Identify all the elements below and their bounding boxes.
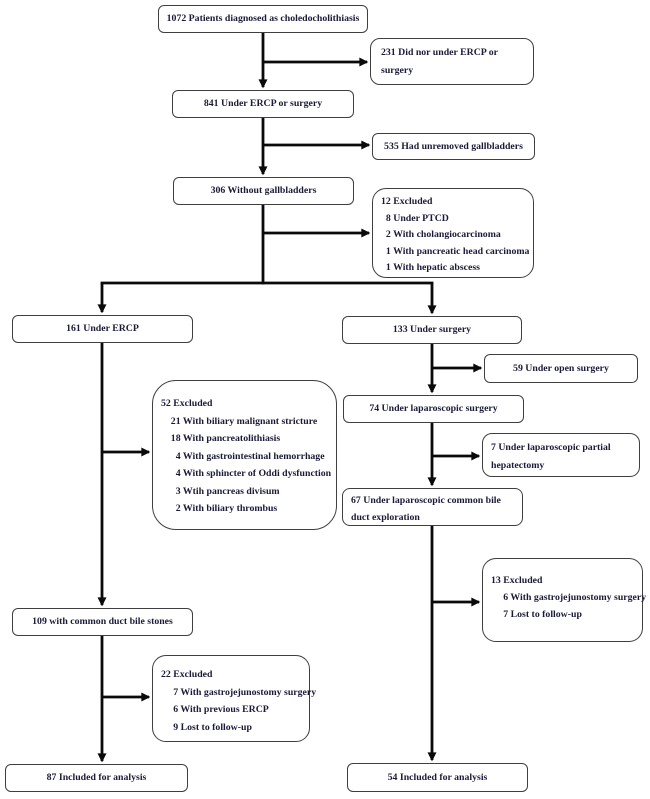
node-excluded-12-line: 1 With hepatic abscess	[381, 262, 480, 273]
node-excluded-52-line: 52 Excluded	[161, 398, 213, 409]
node-excluded-13-line: 7 Lost to follow-up	[491, 609, 582, 620]
node-excluded-13-line: 6 With gastrojejunostomy surgery	[491, 592, 647, 603]
node-excluded-13: 13 Excluded 6 With gastrojejunostomy sur…	[482, 558, 647, 642]
node-common-duct-stones: 109 with common duct bile stones	[12, 608, 193, 636]
node-cbd-exploration: 67 Under laparoscopic common bile duct e…	[342, 488, 523, 526]
node-excluded-22-line: 6 With previous ERCP	[161, 704, 269, 715]
node-excluded-52-line: 21 With biliary malignant stricture	[161, 415, 318, 427]
node-under-ercp-text: 161 Under ERCP	[66, 323, 139, 334]
node-partial-hepatectomy: 7 Under laparoscopic partial hepatectomy	[482, 433, 640, 477]
node-unremoved-gallbladders-text: 535 Had unremoved gallbladders	[384, 140, 523, 152]
node-analysis-left-text: 87 Included for analysis	[46, 772, 147, 783]
node-laparoscopic-surgery: 74 Under laparoscopic surgery	[343, 395, 524, 423]
node-common-duct-stones-text: 109 with common duct bile stones	[32, 616, 173, 627]
node-analysis-left: 87 Included for analysis	[5, 764, 188, 792]
node-excluded-52-line: 4 With sphincter of Oddi dysfunction	[161, 468, 332, 479]
node-excluded-22-line: 22 Excluded	[161, 669, 213, 680]
node-under-ercp-or-surgery: 841 Under ERCP or surgery	[172, 90, 354, 118]
node-excluded-52-line: 18 With pancreatolithiasis	[161, 433, 281, 444]
node-excluded-13-line: 13 Excluded	[491, 575, 543, 586]
node-excluded-52-line: 3 Wtih pancreas divisum	[161, 485, 280, 497]
node-open-surgery-text: 59 Under open surgery	[513, 362, 609, 374]
node-excluded-12-line: 2 With cholangiocarcinoma	[381, 229, 501, 240]
node-diagnosed: 1072 Patients diagnosed as choledocholit…	[158, 5, 368, 33]
node-laparoscopic-surgery-text: 74 Under laparoscopic surgery	[369, 403, 498, 414]
node-without-gallbladders: 306 Without gallbladders	[173, 177, 354, 205]
node-excluded-52-line: 4 With gastrointestinal hemorrhage	[161, 450, 325, 462]
node-cbd-exploration-line: 67 Under laparoscopic common bile	[351, 495, 501, 506]
node-without-gallbladders-text: 306 Without gallbladders	[210, 185, 317, 196]
node-analysis-right: 54 Included for analysis	[347, 763, 528, 792]
node-under-surgery-text: 133 Under surgery	[392, 324, 472, 335]
node-diagnosed-text: 1072 Patients diagnosed as choledocholit…	[166, 13, 360, 24]
node-analysis-right-text: 54 Included for analysis	[387, 771, 488, 783]
node-excluded-12-line: 1 With pancreatic head carcinoma	[381, 245, 530, 257]
node-excluded-22-line: 9 Lost to follow-up	[161, 721, 252, 733]
node-excluded-12: 12 Excluded 8 Under PTCD 2 With cholangi…	[372, 188, 534, 278]
node-partial-hepatectomy-line: 7 Under laparoscopic partial	[491, 442, 611, 453]
node-under-ercp-or-surgery-text: 841 Under ERCP or surgery	[203, 98, 323, 109]
node-cbd-exploration-line: duct exploration	[351, 511, 420, 523]
node-excluded-22-line: 7 With gastrojejunostomy surgery	[161, 686, 317, 698]
node-no-ercp-surgery-line: 231 Did nor under ERCP or	[381, 47, 498, 58]
node-excluded-12-line: 12 Excluded	[381, 196, 433, 207]
node-no-ercp-surgery-line: surgery	[381, 65, 414, 76]
node-excluded-22: 22 Excluded 7 With gastrojejunostomy sur…	[152, 655, 317, 742]
node-excluded-12-line: 8 Under PTCD	[381, 212, 449, 224]
node-unremoved-gallbladders: 535 Had unremoved gallbladders	[372, 133, 535, 160]
node-partial-hepatectomy-line: hepatectomy	[491, 460, 545, 471]
node-under-surgery: 133 Under surgery	[342, 316, 522, 344]
node-excluded-52: 52 Excluded 21 With biliary malignant st…	[152, 380, 337, 530]
node-under-ercp: 161 Under ERCP	[12, 315, 193, 343]
node-open-surgery: 59 Under open surgery	[484, 354, 638, 383]
node-no-ercp-surgery: 231 Did nor under ERCP or surgery	[370, 38, 534, 85]
node-excluded-52-line: 2 With biliary thrombus	[161, 503, 278, 514]
